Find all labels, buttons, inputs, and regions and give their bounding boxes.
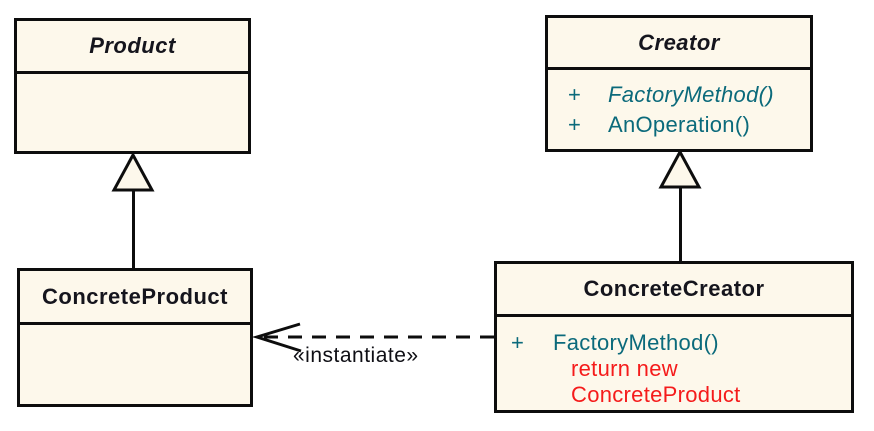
generalization-arrow-product[interactable] [111,151,155,269]
class-box-product[interactable]: Product [14,18,251,154]
generalization-arrow-creator[interactable] [658,148,702,262]
method-label: AnOperation() [608,112,751,137]
hollow-triangle-arrowhead [111,151,155,192]
class-body-methods: + FactoryMethod() + AnOperation() [548,70,810,140]
method-factorymethod: + FactoryMethod() [511,330,851,356]
class-name-concrete-creator: ConcreteCreator [583,276,765,301]
visibility-plus: + [568,112,581,137]
pseudocode-note-line-2: ConcreteProduct [571,382,741,407]
pseudocode-note-line-1: return new [571,356,678,381]
visibility-plus: + [568,82,581,107]
method-factorymethod: + FactoryMethod() [568,80,810,110]
method-label: FactoryMethod() [553,330,719,355]
class-body-methods: + FactoryMethod() return new ConcretePro… [497,317,851,408]
method-anoperation: + AnOperation() [568,110,810,140]
class-name-creator: Creator [638,29,720,55]
class-name-product: Product [89,33,176,58]
class-name-concrete-product: ConcreteProduct [42,283,228,309]
hollow-triangle-arrowhead [658,148,702,189]
class-header: Creator [548,18,810,70]
visibility-plus: + [511,330,524,355]
class-box-creator[interactable]: Creator + FactoryMethod() + AnOperation(… [545,15,813,152]
instantiate-stereotype-label: «instantiate» [293,344,419,367]
class-box-concrete-creator[interactable]: ConcreteCreator + FactoryMethod() return… [494,261,854,413]
method-label: FactoryMethod() [608,82,774,107]
instantiate-dependency-arrow[interactable] [251,322,494,353]
class-header: ConcreteCreator [497,264,851,317]
class-header: ConcreteProduct [20,271,250,325]
class-header: Product [17,21,248,74]
open-arrowhead [251,322,302,353]
class-box-concrete-product[interactable]: ConcreteProduct [17,268,253,407]
